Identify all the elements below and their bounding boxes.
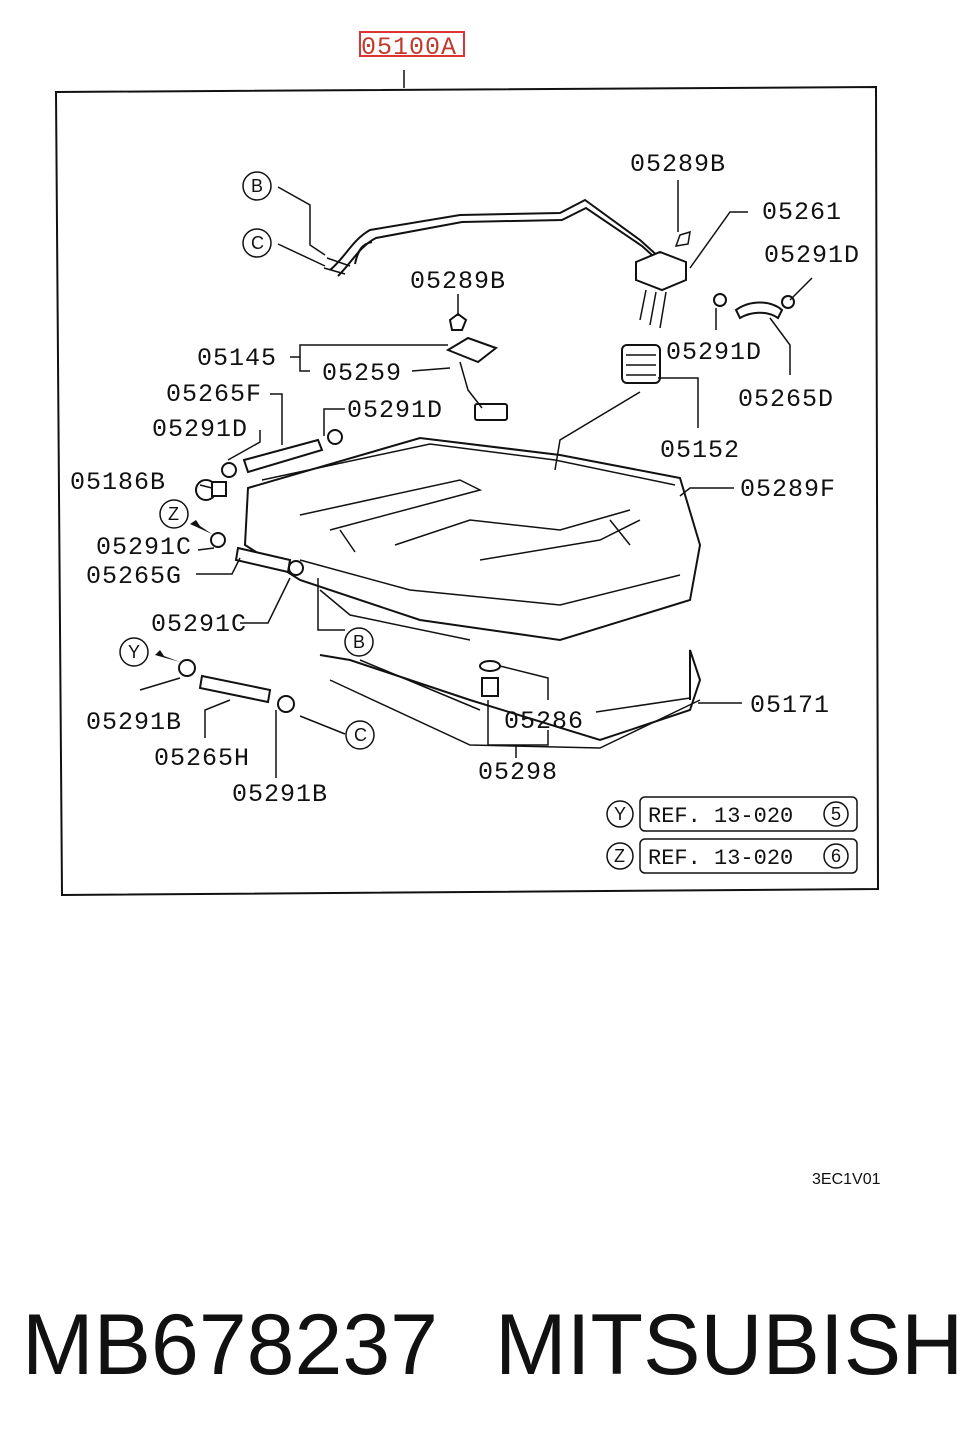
reference-y[interactable]: Y REF. 13-020 5: [606, 796, 858, 832]
callout-05291D-l1[interactable]: 05291D: [347, 396, 443, 425]
reference-z[interactable]: Z REF. 13-020 6: [606, 838, 858, 874]
hose-05265H: [178, 659, 295, 713]
hose-05265G: [210, 532, 304, 576]
marker-b-top: B: [242, 171, 272, 201]
part-number: MB678237: [22, 1297, 438, 1393]
svg-text:Z: Z: [614, 846, 625, 866]
fuel-lines: [323, 198, 663, 277]
svg-text:C: C: [251, 233, 264, 253]
marker-c-top: C: [242, 228, 272, 258]
marker-b-bottom: B: [344, 627, 374, 657]
drain-plug: [479, 660, 501, 697]
marker-z: Z: [159, 499, 189, 529]
diagram-frame: [54, 85, 880, 897]
callout-05286[interactable]: 05286: [504, 707, 584, 736]
gauge-unit: [445, 312, 508, 421]
callout-05291D-r1[interactable]: 05291D: [764, 241, 860, 270]
svg-text:B: B: [353, 632, 365, 652]
part-footer: MB678237 MITSUBISHI: [0, 1290, 960, 1400]
fuel-pump-assembly: [635, 230, 691, 329]
valve-05186B: [195, 479, 227, 501]
tank-lower-shell: [319, 649, 702, 749]
fuel-tank-body: [243, 436, 702, 642]
svg-text:REF. 13-020: REF. 13-020: [648, 846, 793, 871]
callout-05289B-mid[interactable]: 05289B: [410, 267, 506, 296]
header-code[interactable]: 05100A: [361, 33, 457, 62]
callout-05261[interactable]: 05261: [762, 198, 842, 227]
callout-05145[interactable]: 05145: [197, 344, 277, 373]
callout-05265G[interactable]: 05265G: [86, 562, 182, 591]
svg-text:Z: Z: [168, 504, 179, 524]
callout-05291C-1[interactable]: 05291C: [96, 533, 192, 562]
callout-05291D-r2[interactable]: 05291D: [666, 338, 762, 367]
svg-text:REF. 13-020: REF. 13-020: [648, 804, 793, 829]
vent-hose-right: [713, 293, 795, 320]
leader-lines: [139, 180, 813, 778]
brand-name: MITSUBISHI: [495, 1297, 960, 1393]
marker-c-bottom: C: [345, 720, 375, 750]
callout-05291B-2[interactable]: 05291B: [232, 780, 328, 809]
callout-05171[interactable]: 05171: [750, 691, 830, 720]
callout-05259[interactable]: 05259: [322, 359, 402, 388]
callout-05265H[interactable]: 05265H: [154, 744, 250, 773]
svg-text:Y: Y: [128, 642, 140, 662]
arrow-icon: [190, 520, 212, 534]
callout-05291B-1[interactable]: 05291B: [86, 708, 182, 737]
header-highlight-box: [359, 31, 465, 57]
marker-y: Y: [119, 637, 149, 667]
diagram-code: 3EC1V01: [812, 1171, 881, 1188]
callout-05289B-top[interactable]: 05289B: [630, 150, 726, 179]
callout-05291C-2[interactable]: 05291C: [151, 610, 247, 639]
callout-05265D[interactable]: 05265D: [738, 385, 834, 414]
callout-05289F[interactable]: 05289F: [740, 475, 836, 504]
callout-05298[interactable]: 05298: [478, 758, 558, 787]
svg-text:B: B: [251, 176, 263, 196]
callout-05152[interactable]: 05152: [660, 436, 740, 465]
fuel-filter: [621, 344, 661, 384]
hose-05265F: [221, 429, 343, 478]
callout-05291D-l2[interactable]: 05291D: [152, 415, 248, 444]
arrow-icon: [155, 650, 180, 662]
callout-05186B[interactable]: 05186B: [70, 468, 166, 497]
svg-text:C: C: [354, 725, 367, 745]
svg-text:6: 6: [831, 846, 841, 866]
svg-text:5: 5: [831, 804, 841, 824]
callout-05265F[interactable]: 05265F: [166, 380, 262, 409]
svg-text:Y: Y: [614, 804, 626, 824]
